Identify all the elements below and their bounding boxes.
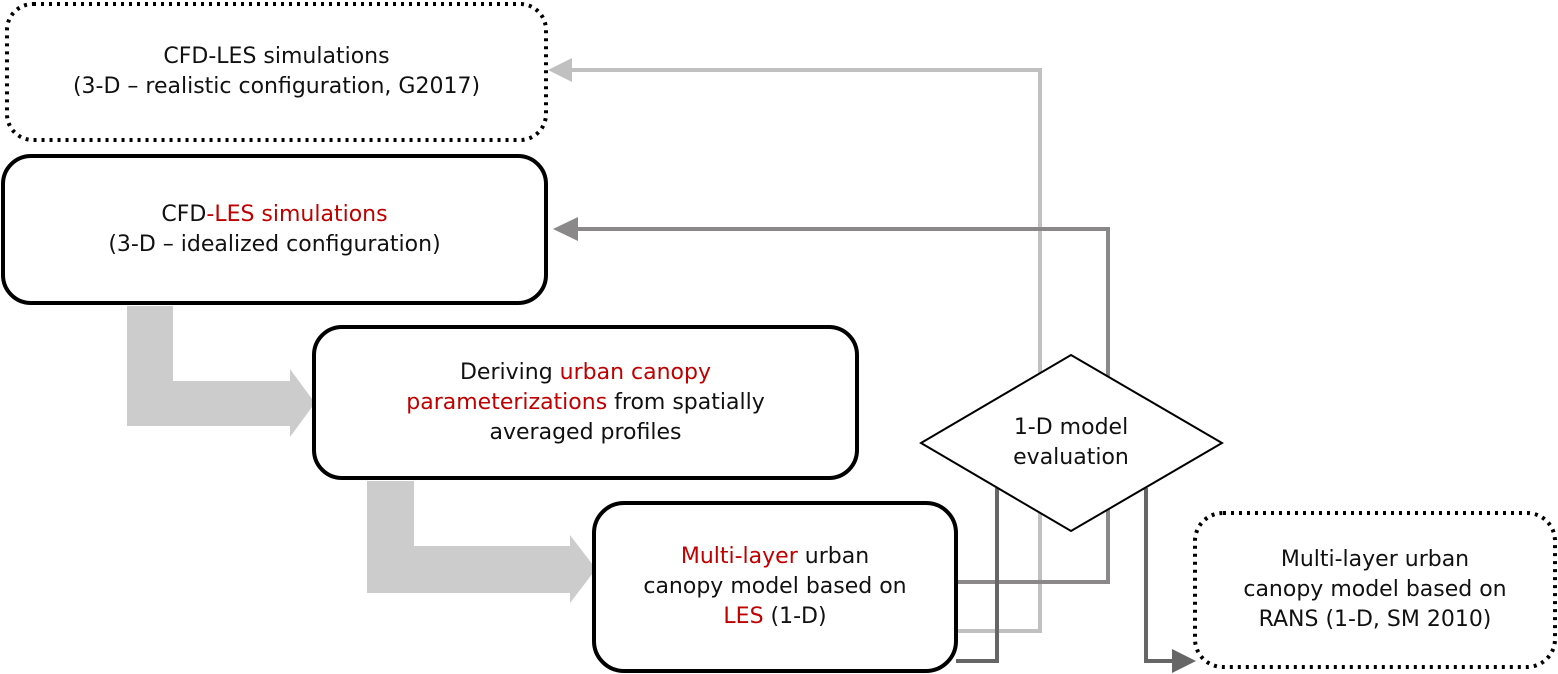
text-segment: Deriving xyxy=(459,359,560,385)
node-label-model-evaluation: 1-D model evaluation xyxy=(980,410,1162,476)
node-text-line: Multi-layer urban xyxy=(1243,545,1506,575)
text-segment: Multi-layer urban xyxy=(1280,547,1470,572)
arrowhead-to-idealized xyxy=(553,217,578,241)
highlighted-text: -LES simulations xyxy=(206,201,388,227)
highlighted-text: Multi-layer xyxy=(680,544,798,569)
text-segment: 1-D model xyxy=(1013,415,1129,440)
block-arrow-idealized-to-deriving xyxy=(127,306,315,437)
node-text-line: RANS (1-D, SM 2010) xyxy=(1243,605,1506,635)
connector-to-rans xyxy=(1144,488,1172,663)
node-label-les-idealized: CFD-LES simulations(3-D – idealized conf… xyxy=(3,156,546,303)
node-text-line: Deriving urban canopy xyxy=(406,358,764,388)
block-arrow-deriving-to-multilayer xyxy=(367,481,596,603)
node-text-line: canopy model based on xyxy=(643,572,906,602)
node-text-line: CFD-LES simulations xyxy=(73,42,480,72)
node-text-block: CFD-LES simulations(3-D – idealized conf… xyxy=(108,200,440,260)
node-text-line: LES (1-D) xyxy=(643,602,906,632)
node-text-line: averaged profiles xyxy=(406,418,764,448)
node-text-block: 1-D model evaluation xyxy=(1013,413,1129,473)
node-text-line: parameterizations from spatially xyxy=(406,388,764,418)
text-segment: from spatially xyxy=(607,389,765,415)
text-segment: urban xyxy=(797,544,870,569)
node-diamond-model-evaluation[interactable] xyxy=(919,353,1224,533)
node-label-multilayer-rans: Multi-layer urban canopy model based on RA… xyxy=(1195,513,1555,667)
node-label-les-realistic: CFD-LES simulations (3-D – realistic conf… xyxy=(7,4,546,140)
text-segment: (3-D – idealized configuration) xyxy=(108,231,441,257)
node-text-line: Multi-layer urban xyxy=(643,542,906,572)
node-text-line: CFD-LES simulations xyxy=(108,200,440,230)
connector-to-eval-left xyxy=(956,488,999,663)
node-text-line: canopy model based on xyxy=(1243,575,1506,605)
node-box-multilayer-les[interactable] xyxy=(592,501,958,673)
arrowhead-to-rans xyxy=(1172,649,1196,673)
node-text-line: (3-D – idealized configuration) xyxy=(108,230,440,260)
text-segment: CFD xyxy=(161,201,207,227)
text-segment: evaluation xyxy=(1013,445,1129,470)
node-box-les-idealized[interactable] xyxy=(1,154,548,305)
text-segment: canopy model based on xyxy=(1243,577,1507,602)
node-box-deriving-params[interactable] xyxy=(312,325,859,480)
node-text-line: evaluation xyxy=(1013,443,1129,473)
node-box-les-realistic[interactable] xyxy=(5,2,548,142)
text-segment: (1-D) xyxy=(763,604,827,629)
text-segment: CFD-LES simulations xyxy=(163,44,390,69)
text-segment: averaged profiles xyxy=(489,419,682,445)
highlighted-text: urban canopy xyxy=(559,359,711,385)
text-segment: canopy model based on xyxy=(643,574,907,599)
node-text-line: (3-D – realistic configuration, G2017) xyxy=(73,72,480,102)
node-text-block: CFD-LES simulations (3-D – realistic conf… xyxy=(73,42,480,102)
text-segment: (3-D – realistic configuration, G2017) xyxy=(72,74,481,99)
node-text-line: 1-D model xyxy=(1013,413,1129,443)
node-text-block: Multi-layer urban canopy model based on RA… xyxy=(1243,545,1506,635)
text-segment: RANS (1-D, SM 2010) xyxy=(1258,607,1492,632)
highlighted-text: parameterizations xyxy=(406,389,608,415)
arrowhead-to-realistic xyxy=(548,58,572,82)
highlighted-text: LES xyxy=(723,604,764,629)
node-box-multilayer-rans[interactable] xyxy=(1193,511,1557,669)
